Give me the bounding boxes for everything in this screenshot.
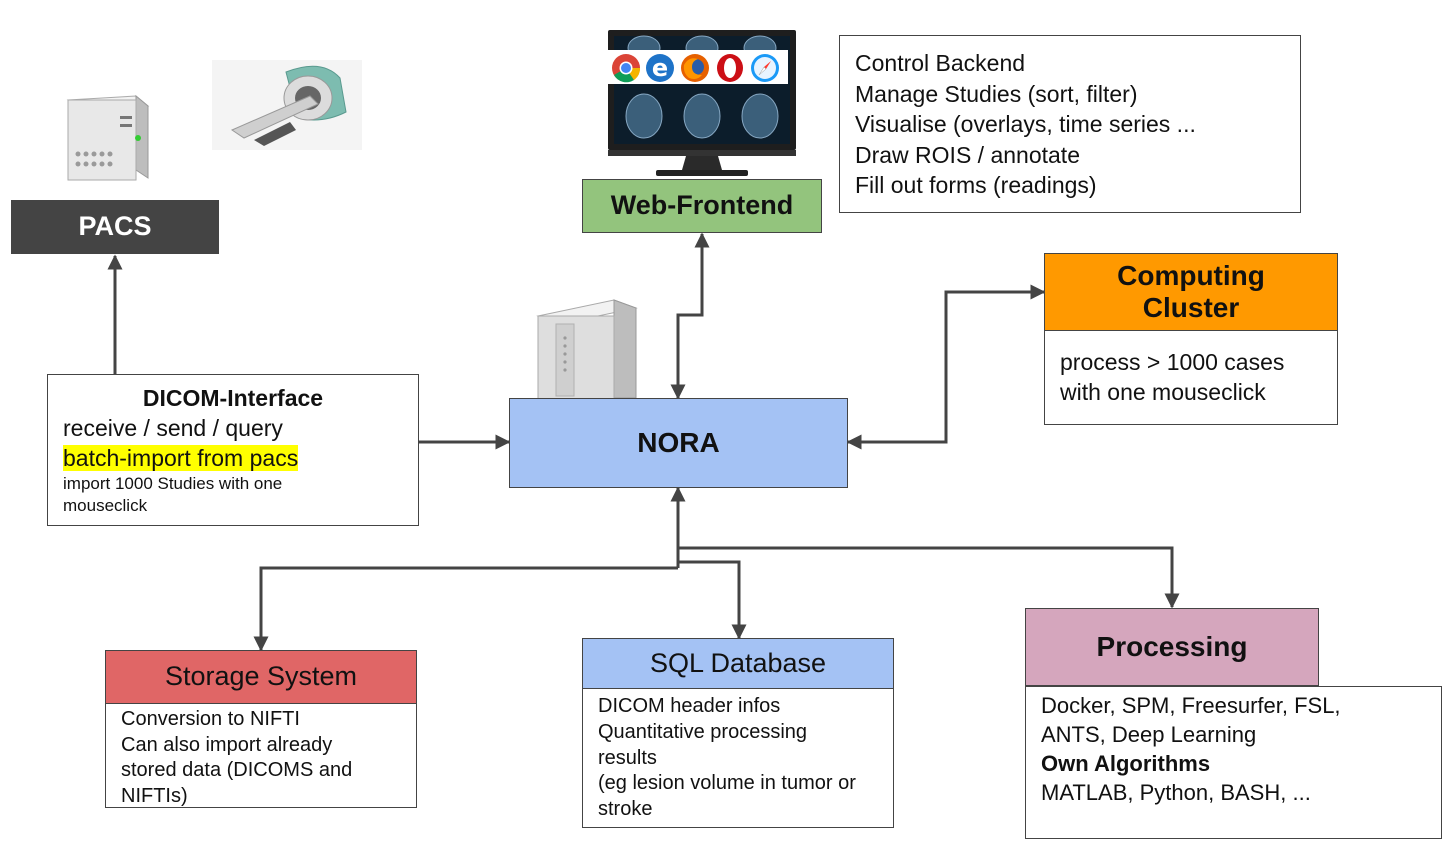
storage-desc-line: stored data (DICOMS and: [121, 759, 353, 781]
line-branch-sql: [678, 560, 747, 640]
cluster-desc-line: process > 1000 cases: [1060, 349, 1285, 375]
arrow-nora-cluster: [846, 284, 1046, 450]
dicom-interface-box: DICOM-Interface receive / send / query b…: [47, 374, 419, 526]
edge-icon: e: [646, 54, 674, 82]
web-frontend-label: Web-Frontend: [582, 179, 822, 233]
svg-text:e: e: [652, 54, 668, 82]
chrome-icon: [612, 54, 641, 83]
nora-server-icon: [536, 299, 638, 400]
dicom-interface-title: DICOM-Interface: [142, 385, 324, 411]
cluster-title-line: Cluster: [1142, 292, 1240, 323]
processing-tools-line: Docker, SPM, Freesurfer, FSL,: [1041, 693, 1341, 718]
opera-icon: [717, 54, 743, 82]
feature-item: Control Backend: [855, 50, 1026, 76]
sql-desc-line: DICOM header infos: [598, 695, 781, 717]
sql-desc-line: (eg lesion volume in tumor or: [598, 772, 856, 795]
storage-desc-line: Can also import already: [121, 733, 333, 756]
dicom-note-line: mouseclick: [63, 496, 148, 515]
feature-item: Manage Studies (sort, filter): [855, 80, 1138, 107]
cluster-desc-line: with one mouseclick: [1060, 379, 1266, 405]
processing-header: Processing: [1025, 608, 1319, 686]
processing-tools-line: ANTS, Deep Learning: [1041, 722, 1257, 747]
feature-item: Fill out forms (readings): [855, 172, 1097, 198]
feature-item: Visualise (overlays, time series ...: [855, 111, 1196, 137]
arrow-nora-frontend: [670, 232, 710, 400]
frontend-feature-box: Control Backend Manage Studies (sort, fi…: [839, 35, 1301, 213]
storage-system-header: Storage System: [105, 650, 417, 704]
processing-tools-line: MATLAB, Python, BASH, ...: [1041, 780, 1311, 805]
sql-desc-line: results: [598, 746, 657, 769]
line-branch-storage: [253, 566, 678, 652]
dicom-capability-line: receive / send / query: [63, 415, 283, 441]
storage-system-body: Conversion to NIFTI Can also import alre…: [105, 703, 417, 808]
pacs-label: PACS: [11, 200, 219, 254]
batch-import-highlight: batch-import from pacs: [63, 445, 299, 471]
dicom-note: import 1000 Studies with one mouseclick: [63, 473, 418, 517]
sql-desc-line: stroke: [598, 798, 653, 821]
safari-icon: [751, 54, 779, 82]
server-tower-icon: [66, 94, 150, 181]
firefox-icon: [681, 54, 709, 82]
feature-item: Draw ROIS / annotate: [855, 141, 1080, 168]
cluster-title-line: Computing: [1117, 259, 1265, 291]
nora-box: NORA: [509, 398, 848, 488]
dicom-note-line: import 1000 Studies with one: [63, 474, 283, 493]
sql-desc-line: Quantitative processing: [598, 720, 808, 743]
sql-database-header: SQL Database: [582, 638, 894, 690]
computing-cluster-header: Computing Cluster: [1044, 253, 1338, 331]
ct-scanner-icon: [212, 60, 362, 150]
computing-cluster-body: process > 1000 cases with one mouseclick: [1044, 330, 1338, 425]
storage-desc-line: NIFTIs): [121, 784, 188, 807]
processing-body: Docker, SPM, Freesurfer, FSL, ANTS, Deep…: [1025, 686, 1442, 839]
sql-database-body: DICOM header infos Quantitative processi…: [582, 688, 894, 828]
line-branch-processing: [678, 546, 1180, 609]
storage-desc-line: Conversion to NIFTI: [121, 708, 300, 730]
processing-own-algorithms: Own Algorithms: [1041, 751, 1211, 776]
